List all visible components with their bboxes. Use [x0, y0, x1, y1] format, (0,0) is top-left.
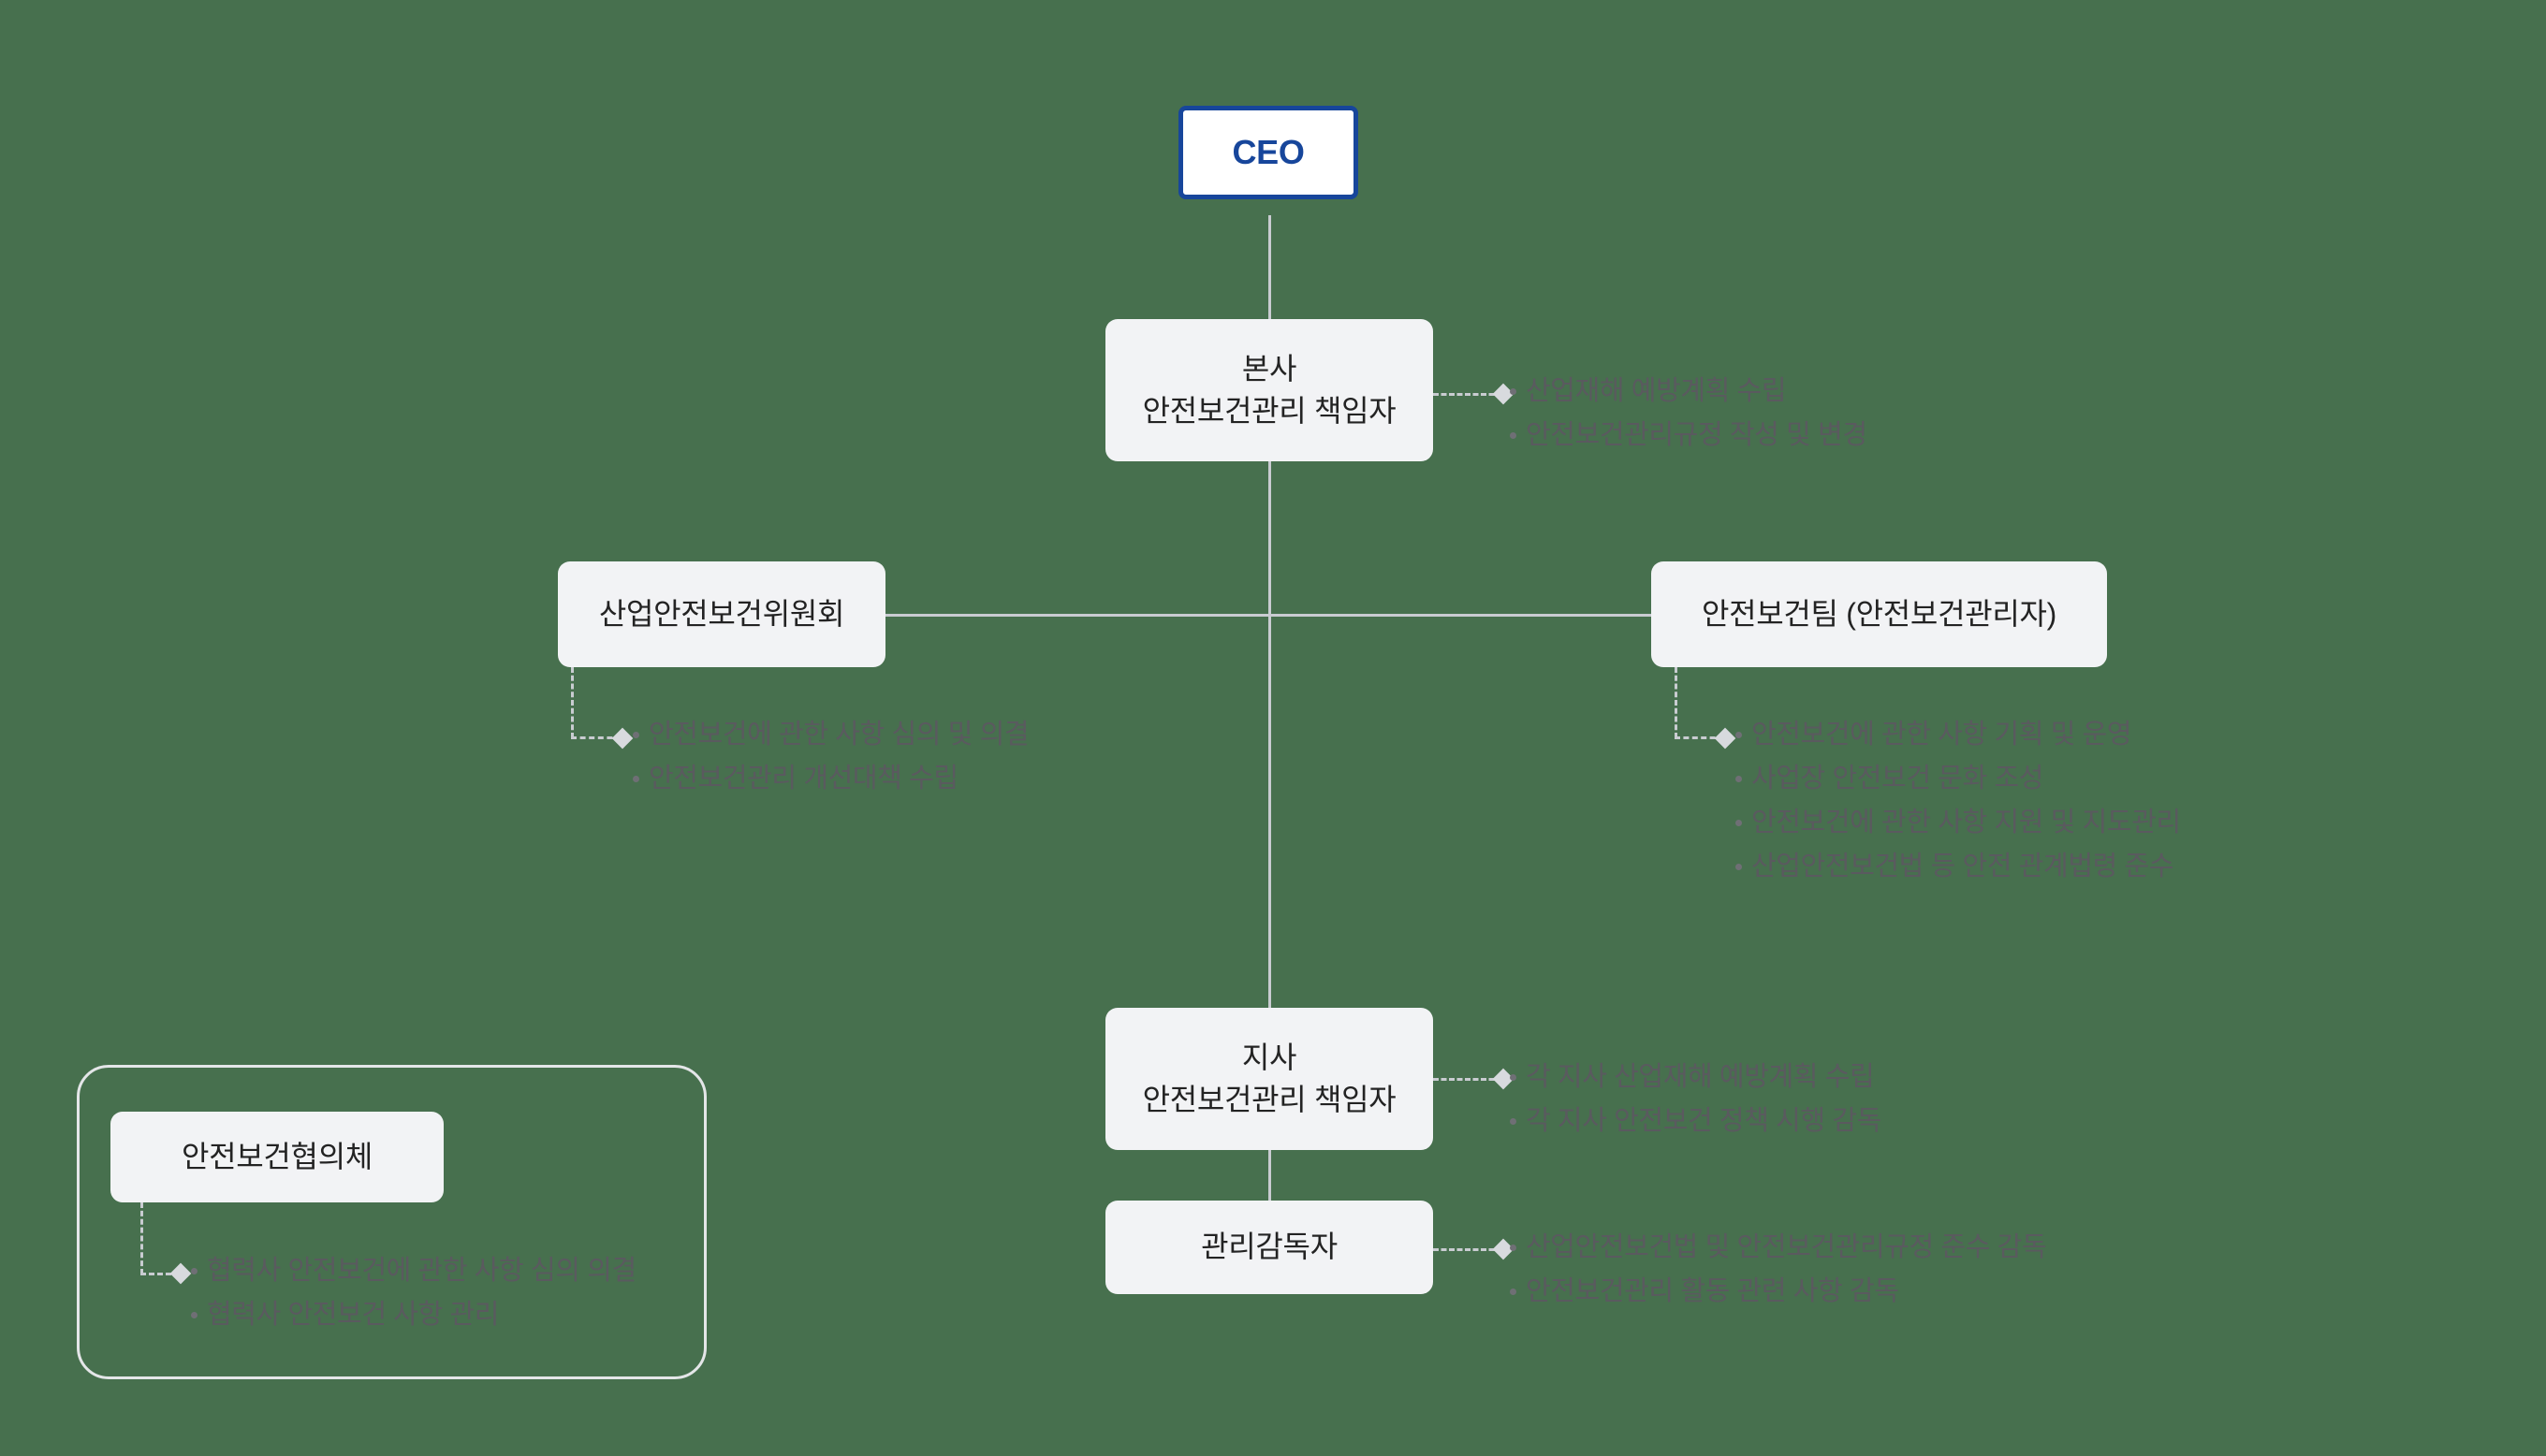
connector-branch-to-supervisor [1268, 1146, 1271, 1202]
connector-horizontal-branchline [885, 614, 1651, 617]
bullet-item: 안전보건에 관한 사항 지원 및 지도관리 [1735, 801, 2181, 845]
node-safety-health-team-label: 안전보건팀 (안전보건관리자) [1702, 596, 2056, 631]
bullet-item: 안전보건관리 활동 관련 사항 감독 [1510, 1270, 2046, 1314]
leader-line-safety-team-horizontal [1675, 736, 1724, 739]
node-safety-health-team[interactable]: 안전보건팀 (안전보건관리자) [1651, 561, 2107, 667]
bullet-item: 산업재해 예방계획 수립 [1510, 370, 1867, 414]
leader-line-partner-council-horizontal [140, 1273, 180, 1275]
leader-line-partner-council-vertical [140, 1202, 143, 1274]
node-ceo[interactable]: CEO [1178, 106, 1358, 199]
bullets-supervisor: 산업안전보건법 및 안전보건관리규정 준수 감독 안전보건관리 활동 관련 사항… [1510, 1226, 2047, 1314]
leader-marker-safety-team [1714, 727, 1736, 750]
bullet-item: 산업안전보건법 및 안전보건관리규정 준수 감독 [1510, 1226, 2047, 1270]
node-hq-safety-manager[interactable]: 본사 안전보건관리 책임자 [1105, 319, 1433, 461]
bullet-item: 각 지사 산업재해 예방계획 수립 [1510, 1056, 1881, 1099]
node-supervisor-label: 관리감독자 [1201, 1230, 1338, 1264]
bullet-item: 협력사 안전보건에 관한 사항 심의 의결 [191, 1249, 636, 1293]
node-branch-safety-manager-label-line1: 지사 [1241, 1040, 1297, 1074]
leader-line-hq-safety-manager [1433, 393, 1502, 396]
node-partner-safety-council[interactable]: 안전보건협의체 [110, 1112, 444, 1202]
leader-marker-committee [611, 727, 634, 750]
node-branch-safety-manager-label-line2: 안전보건관리 책임자 [1142, 1083, 1397, 1116]
bullet-item: 안전보건관리 개선대책 수립 [633, 757, 1029, 801]
node-ceo-label: CEO [1232, 133, 1305, 172]
connector-hq-to-branch [1268, 215, 1271, 1011]
node-safety-health-committee-label: 산업안전보건위원회 [598, 596, 845, 631]
bullet-item: 안전보건관리규정 작성 및 변경 [1510, 414, 1867, 458]
bullet-item: 협력사 안전보건 사항 관리 [191, 1293, 636, 1337]
bullets-branch-safety-manager: 각 지사 산업재해 예방계획 수립 각 지사 안전보건 정책 시행 감독 [1510, 1056, 1881, 1143]
bullets-safety-health-team: 안전보건에 관한 사항 기획 및 운영 사업장 안전보건 문화 조성 안전보건에… [1735, 713, 2181, 889]
bullets-partner-safety-council: 협력사 안전보건에 관한 사항 심의 의결 협력사 안전보건 사항 관리 [191, 1249, 636, 1337]
node-partner-safety-council-label: 안전보건협의체 [182, 1139, 373, 1173]
leader-line-branch-safety-manager [1433, 1078, 1502, 1081]
node-hq-safety-manager-label-line1: 본사 [1241, 351, 1297, 386]
bullet-item: 각 지사 안전보건 정책 시행 감독 [1510, 1099, 1881, 1143]
bullets-hq-safety-manager: 산업재해 예방계획 수립 안전보건관리규정 작성 및 변경 [1510, 370, 1867, 458]
node-supervisor[interactable]: 관리감독자 [1105, 1201, 1433, 1294]
leader-line-committee-vertical [571, 667, 574, 738]
bullet-item: 안전보건에 관한 사항 심의 및 의결 [633, 713, 1030, 757]
node-safety-health-committee[interactable]: 산업안전보건위원회 [558, 561, 885, 667]
bullet-item: 안전보건에 관한 사항 기획 및 운영 [1735, 713, 2181, 757]
leader-line-safety-team-vertical [1675, 667, 1677, 738]
bullets-safety-health-committee: 안전보건에 관한 사항 심의 및 의결 안전보건관리 개선대책 수립 [633, 713, 1030, 801]
partner-council-group-frame [77, 1065, 707, 1379]
bullet-item: 사업장 안전보건 문화 조성 [1735, 757, 2181, 801]
leader-line-supervisor [1433, 1248, 1502, 1251]
bullet-item: 산업안전보건법 등 안전 관계법령 준수 [1735, 845, 2181, 889]
node-branch-safety-manager[interactable]: 지사 안전보건관리 책임자 [1105, 1008, 1433, 1150]
leader-line-committee-horizontal [571, 736, 622, 739]
node-hq-safety-manager-label-line2: 안전보건관리 책임자 [1142, 394, 1397, 428]
